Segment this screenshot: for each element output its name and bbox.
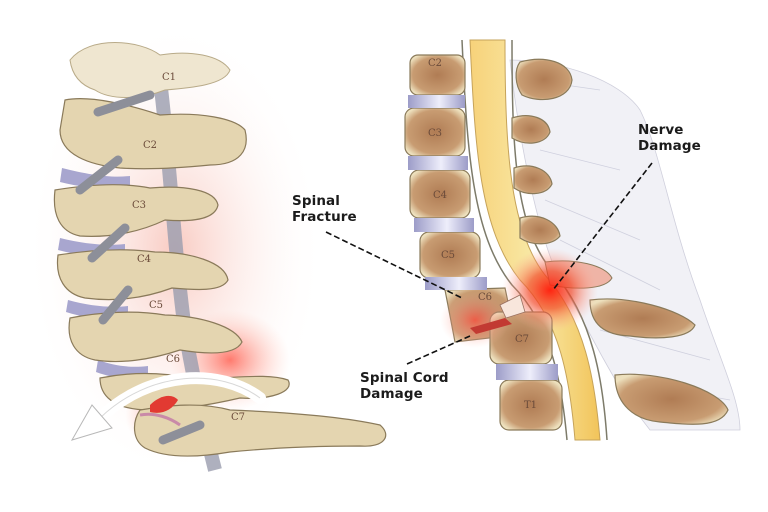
annotation-spinal-cord-damage-line1: Spinal Cord [360, 370, 449, 386]
left-lateral-spine: C1 C2 C3 C4 C5 C6 C7 [25, 20, 387, 480]
label-c7-right: C7 [515, 334, 529, 345]
right-sagittal-spine: C2 C3 C4 C5 C6 C7 T1 [404, 39, 741, 441]
label-c3-left: C3 [132, 200, 146, 211]
annotation-spinal-cord-damage: Spinal Cord Damage [360, 370, 449, 402]
annotation-nerve-damage-line2: Damage [638, 138, 701, 154]
label-c6-right: C6 [478, 292, 492, 303]
annotation-nerve-damage: Nerve Damage [638, 122, 701, 154]
leader-line-spinal-cord-damage [406, 335, 471, 365]
label-c6-left: C6 [166, 354, 180, 365]
leader-line-spinal-fracture [325, 231, 463, 299]
annotation-spinal-fracture-line1: Spinal [292, 193, 340, 209]
label-c4-right: C4 [433, 190, 447, 201]
label-c5-left: C5 [149, 300, 163, 311]
label-c5-right: C5 [441, 250, 455, 261]
label-c4-left: C4 [137, 254, 151, 265]
label-t1-right: T1 [524, 400, 537, 411]
label-c2-right: C2 [428, 58, 442, 69]
annotation-spinal-cord-damage-line2: Damage [360, 386, 423, 402]
label-c7-left: C7 [231, 412, 245, 423]
annotation-spinal-fracture-line2: Fracture [292, 209, 357, 225]
annotation-nerve-damage-line1: Nerve [638, 122, 684, 138]
flexion-arrow-icon [70, 372, 266, 441]
label-c3-right: C3 [428, 128, 442, 139]
label-c1-left: C1 [162, 72, 176, 83]
label-c2-left: C2 [143, 140, 157, 151]
annotation-spinal-fracture: Spinal Fracture [292, 193, 357, 225]
